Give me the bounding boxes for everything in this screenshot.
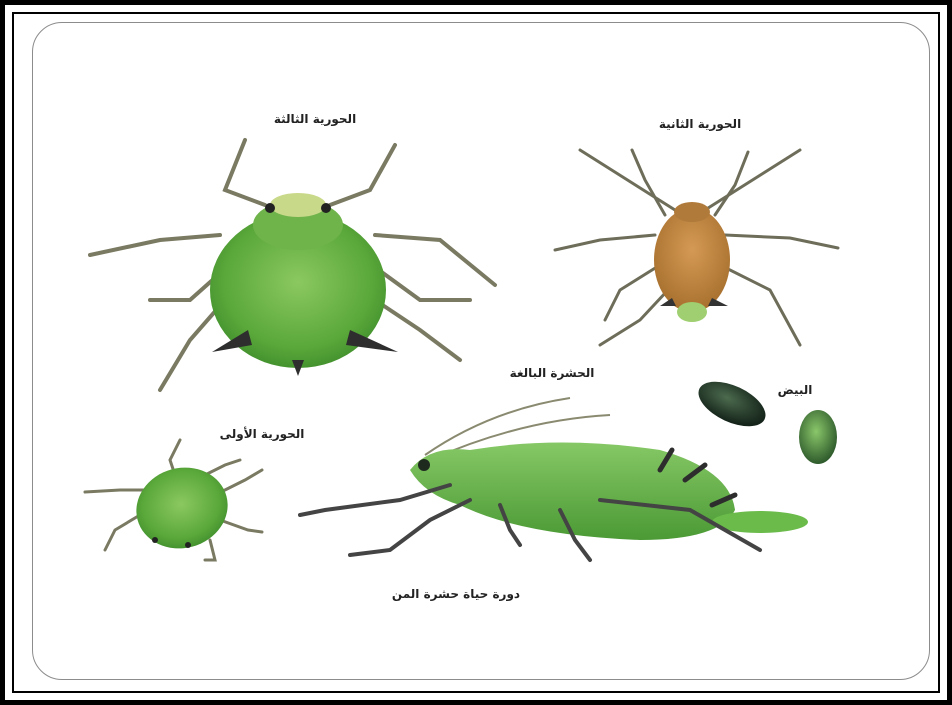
second-nymph-head — [674, 202, 710, 222]
first-nymph-cornicle — [185, 542, 191, 548]
first-nymph-cornicle — [152, 537, 158, 543]
label-first-nymph: الحورية الأولى — [220, 427, 305, 441]
label-adult-insect: الحشرة البالغة — [510, 366, 595, 380]
adult-eye — [418, 459, 430, 471]
adult-body — [410, 443, 735, 541]
diagram-caption: دورة حياة حشرة المن — [392, 587, 520, 601]
label-third-nymph: الحورية الثالثة — [274, 112, 356, 126]
first-nymph-body — [127, 457, 237, 558]
third-nymph-eye — [321, 203, 331, 213]
label-second-nymph: الحورية الثانية — [659, 117, 741, 131]
egg-green — [799, 410, 837, 464]
second-nymph-tail — [677, 302, 707, 322]
second-nymph-body — [654, 208, 730, 312]
egg-dark — [692, 372, 772, 435]
third-nymph-head — [270, 193, 326, 217]
third-nymph-eye — [265, 203, 275, 213]
third-nymph-cauda — [292, 360, 304, 376]
label-eggs: البيض — [778, 383, 813, 397]
